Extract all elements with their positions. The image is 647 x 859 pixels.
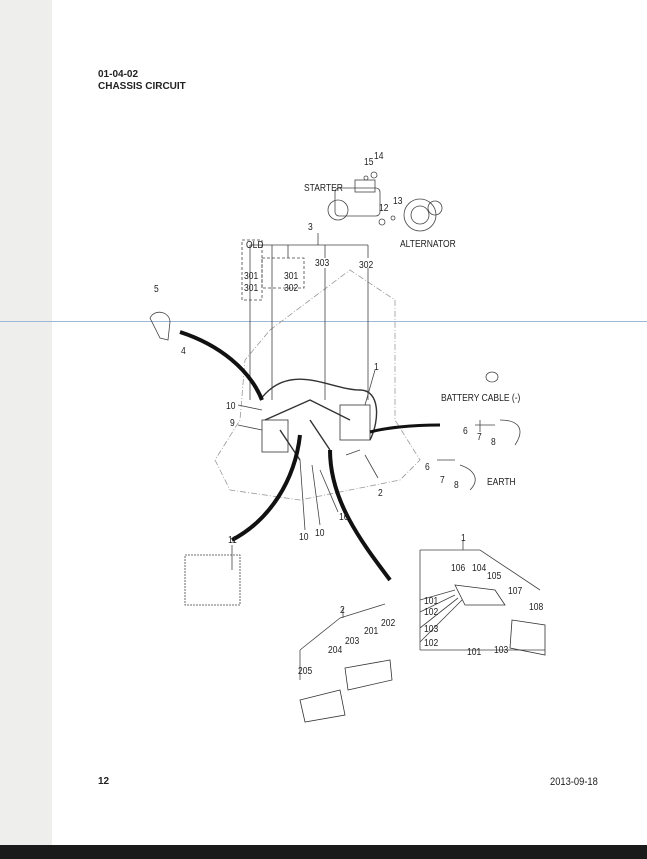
callout: 302 xyxy=(284,283,299,294)
label-earth: EARTH xyxy=(487,477,516,488)
arrow-battery xyxy=(369,423,441,434)
catalog-page xyxy=(52,0,647,845)
fuse-cover-108 xyxy=(509,619,546,656)
callout: 101 xyxy=(424,596,439,607)
earth-cable xyxy=(437,459,476,491)
bottom-border xyxy=(0,845,647,859)
callout: 6 xyxy=(425,462,430,473)
bracket-11 xyxy=(184,554,241,606)
terminal-cap xyxy=(485,371,499,383)
callout: 13 xyxy=(393,196,403,207)
callout: 8 xyxy=(491,437,496,448)
revision-date: 2013-09-18 xyxy=(550,776,598,788)
callout: 2 xyxy=(378,488,383,499)
wire-harness xyxy=(259,378,378,461)
callout: 6 xyxy=(463,426,468,437)
callout: 103 xyxy=(494,645,509,656)
fuse-box xyxy=(339,404,371,441)
callout: 14 xyxy=(374,151,384,162)
callout: 301 xyxy=(284,271,299,282)
label-alternator: ALTERNATOR xyxy=(400,239,456,250)
callout: 103 xyxy=(424,624,439,635)
callout: 102 xyxy=(424,638,439,649)
clip-part xyxy=(149,311,171,341)
washer-15 xyxy=(363,175,369,181)
callout: 5 xyxy=(154,284,159,295)
callout: 104 xyxy=(472,563,487,574)
label-old: OLD xyxy=(246,240,264,251)
arrow-fusebox xyxy=(328,449,392,582)
callout: 108 xyxy=(529,602,544,613)
nut-12 xyxy=(378,218,386,226)
page-title: CHASSIS CIRCUIT xyxy=(98,81,186,92)
battery-cable xyxy=(475,419,521,446)
nut-14 xyxy=(370,171,378,179)
label-battery-cable: BATTERY CABLE (-) xyxy=(441,393,521,404)
relay-box xyxy=(261,419,289,453)
callout: 301 xyxy=(244,283,259,294)
callout: 16 xyxy=(339,512,349,523)
callout: 204 xyxy=(328,645,343,656)
callout: 205 xyxy=(298,666,313,677)
old-box-2 xyxy=(261,257,305,289)
callout: 7 xyxy=(440,475,445,486)
callout: 3 xyxy=(308,222,313,233)
callout: 301 xyxy=(244,271,259,282)
callout: 107 xyxy=(508,586,523,597)
callout: 303 xyxy=(315,258,330,269)
callout: 203 xyxy=(345,636,360,647)
callout: 102 xyxy=(424,607,439,618)
callout: 11 xyxy=(228,535,237,546)
scan-margin xyxy=(0,0,52,845)
callout: 105 xyxy=(487,571,502,582)
callout: 10 xyxy=(299,532,309,543)
callout: 1 xyxy=(461,533,466,544)
callout: 1 xyxy=(374,362,379,373)
callout: 12 xyxy=(379,203,389,214)
callout: 101 xyxy=(467,647,482,658)
callout: 201 xyxy=(364,626,379,637)
callout: 10 xyxy=(315,528,325,539)
relay-cover-205 xyxy=(299,689,346,723)
relay-block xyxy=(344,659,393,691)
callout: 7 xyxy=(477,432,482,443)
section-code: 01-04-02 xyxy=(98,69,139,80)
callout: 15 xyxy=(364,157,374,168)
callout: 10 xyxy=(226,401,236,412)
callout: 2 xyxy=(340,605,345,616)
callout: 106 xyxy=(451,563,466,574)
label-starter: STARTER xyxy=(304,183,343,194)
callout: 302 xyxy=(359,260,374,271)
callout: 9 xyxy=(230,418,235,429)
callout: 8 xyxy=(454,480,459,491)
washer-13 xyxy=(390,215,396,221)
chassis-outline xyxy=(214,269,421,501)
scan-artifact-line xyxy=(0,321,647,322)
arrow-clip xyxy=(179,330,264,401)
callout: 202 xyxy=(381,618,396,629)
page-number: 12 xyxy=(98,776,110,787)
arrow-harness xyxy=(231,434,302,542)
callout: 4 xyxy=(181,346,186,357)
alternator-drawing xyxy=(403,198,443,232)
fuse-block xyxy=(454,584,506,606)
